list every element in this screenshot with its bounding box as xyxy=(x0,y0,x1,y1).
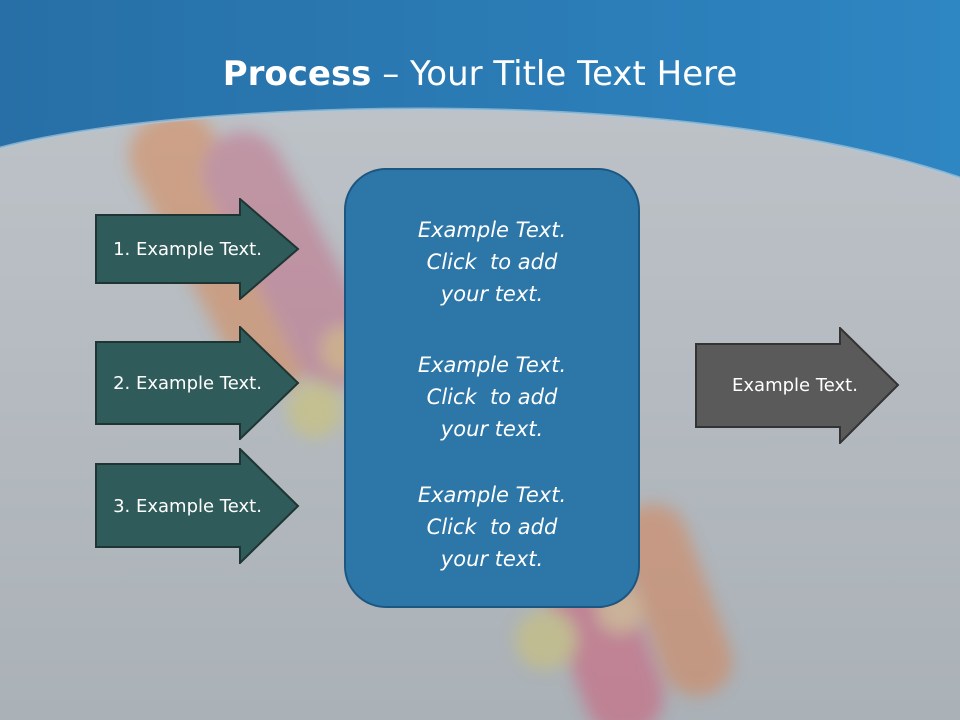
left-arrow-2-label: 2. Example Text. xyxy=(113,372,262,394)
center-block-2-line-2: Click to add xyxy=(426,385,558,409)
center-block-1-line-3: your text. xyxy=(440,282,544,306)
right-arrow[interactable]: Example Text. xyxy=(695,327,900,444)
arrow-right-icon xyxy=(695,327,900,444)
center-block-2: Example Text. Click to add your text. xyxy=(346,349,638,445)
center-block-1-line-1: Example Text. xyxy=(417,218,567,242)
left-arrow-1[interactable]: 1. Example Text. xyxy=(95,198,300,300)
center-block-3-line-1: Example Text. xyxy=(417,483,567,507)
left-arrow-3-label: 3. Example Text. xyxy=(113,495,262,517)
slide-title: Process – Your Title Text Here xyxy=(0,52,960,96)
arrow-right-icon xyxy=(95,448,300,564)
arrow-right-icon xyxy=(95,326,300,440)
center-block-3-line-2: Click to add xyxy=(426,515,558,539)
left-arrow-3[interactable]: 3. Example Text. xyxy=(95,448,300,564)
center-block-2-line-1: Example Text. xyxy=(417,353,567,377)
center-block-3-line-3: your text. xyxy=(440,547,544,571)
center-content-box[interactable]: Example Text. Click to add your text. Ex… xyxy=(344,168,640,608)
left-arrow-2[interactable]: 2. Example Text. xyxy=(95,326,300,440)
center-block-1-line-2: Click to add xyxy=(426,250,558,274)
left-arrow-1-label: 1. Example Text. xyxy=(113,238,262,260)
right-arrow-label: Example Text. xyxy=(732,375,858,396)
arrow-right-icon xyxy=(95,198,300,300)
title-bold: Process xyxy=(222,54,372,94)
center-block-1: Example Text. Click to add your text. xyxy=(346,214,638,310)
title-rest: – Your Title Text Here xyxy=(371,54,738,94)
center-block-2-line-3: your text. xyxy=(440,417,544,441)
center-block-3: Example Text. Click to add your text. xyxy=(346,479,638,575)
